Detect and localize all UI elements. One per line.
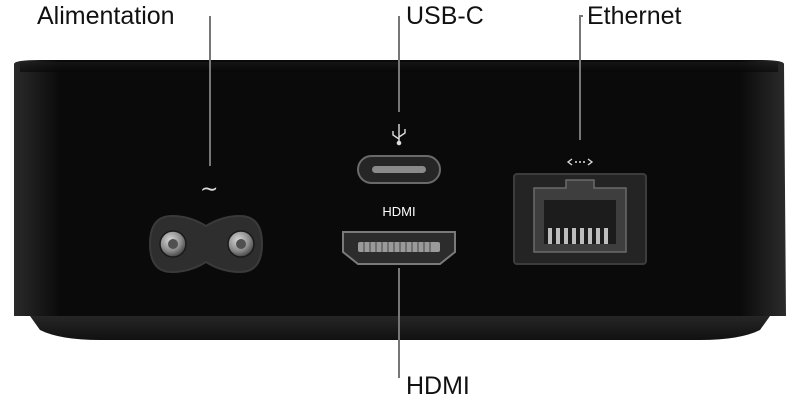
ethernet-callout-label: Ethernet	[587, 2, 682, 30]
hdmi-callout-label: HDMI	[406, 372, 470, 400]
ethernet-pins	[548, 228, 608, 244]
ac-tilde-icon: ∼	[200, 177, 218, 202]
usbc-callout-label: USB-C	[406, 2, 484, 30]
power-callout-label: Alimentation	[37, 2, 175, 30]
power-port: ∼	[148, 177, 264, 274]
usb-icon	[392, 124, 406, 146]
ethernet-icon	[566, 158, 594, 166]
usbc-port	[357, 124, 441, 184]
hdmi-pins	[363, 242, 431, 252]
ethernet-port	[513, 158, 647, 265]
hdmi-port: HDMI	[342, 204, 456, 265]
callout-lines	[209, 15, 583, 378]
ethernet-callout-line	[579, 15, 583, 38]
hdmi-port-label: HDMI	[382, 204, 415, 219]
